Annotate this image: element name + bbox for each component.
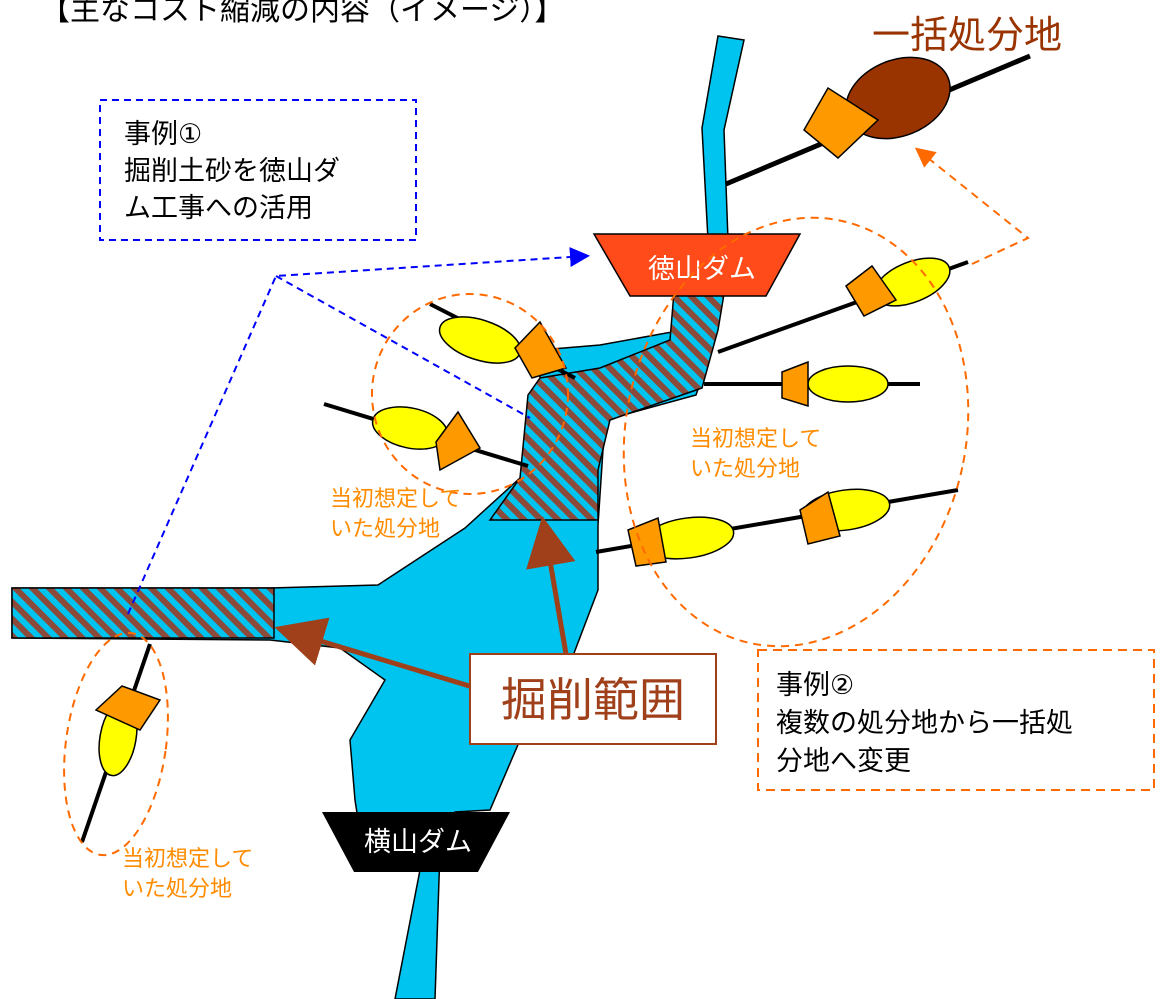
svg-text:いた処分地: いた処分地 [122,877,232,902]
river-upstream [701,35,745,241]
initial-site-enclosure-right [622,216,970,648]
svg-text:当初想定して: 当初想定して [122,847,253,872]
case2-line1: 事例② [776,670,854,701]
case1-line1: 事例① [124,119,202,150]
disposal-site-bottom-left [80,643,162,843]
case1-box [99,99,417,241]
case2-line3: 分地へ変更 [776,746,911,777]
excavation-range-box [469,653,717,745]
excavation-arrow-center [526,516,576,655]
bulk-disposal-dam-icon [803,86,880,160]
svg-text:いた処分地: いた処分地 [330,517,440,542]
case2-line2: 複数の処分地から一括処 [776,708,1073,739]
disposal-site-right-2 [704,360,920,408]
tokuyama-dam-label: 徳山ダム [648,254,756,285]
reuse-route-center [275,275,531,419]
tokuyama-dam [592,233,802,297]
yokoyama-dam-label: 横山ダム [364,827,472,858]
disposal-site-center-bottom [323,402,529,472]
excavation-area-left [11,587,275,639]
case1-line2: 掘削土砂を徳山ダ [124,156,340,187]
bulk-disposal-label: 一括処分地 [872,13,1062,57]
excavation-range-label: 掘削範囲 [501,673,685,727]
yokoyama-dam [322,812,510,872]
excavation-arrow-left [274,617,477,691]
case2-box [757,649,1155,791]
disposal-site-right-1 [717,257,969,354]
river [11,35,745,999]
page-title: 【主なコスト縮減の内容（イメージ）】 [40,0,564,28]
case1-line3: ム工事への活用 [124,193,313,224]
initial-site-label-right: 当初想定して いた処分地 [690,427,821,482]
reuse-route-left [127,247,590,615]
svg-text:いた処分地: いた処分地 [690,457,800,482]
initial-site-label-left: 当初想定して いた処分地 [122,847,253,902]
disposal-site-right-3 [595,488,959,567]
initial-site-enclosure-center [371,293,569,495]
disposal-site-center-top [429,302,576,380]
consolidation-arrow [914,147,1030,265]
initial-site-label-center: 当初想定して いた処分地 [330,487,461,542]
bulk-disposal-site [725,53,1031,187]
svg-text:当初想定して: 当初想定して [330,487,461,512]
svg-text:当初想定して: 当初想定して [690,427,821,452]
initial-site-enclosure-left [63,631,169,857]
